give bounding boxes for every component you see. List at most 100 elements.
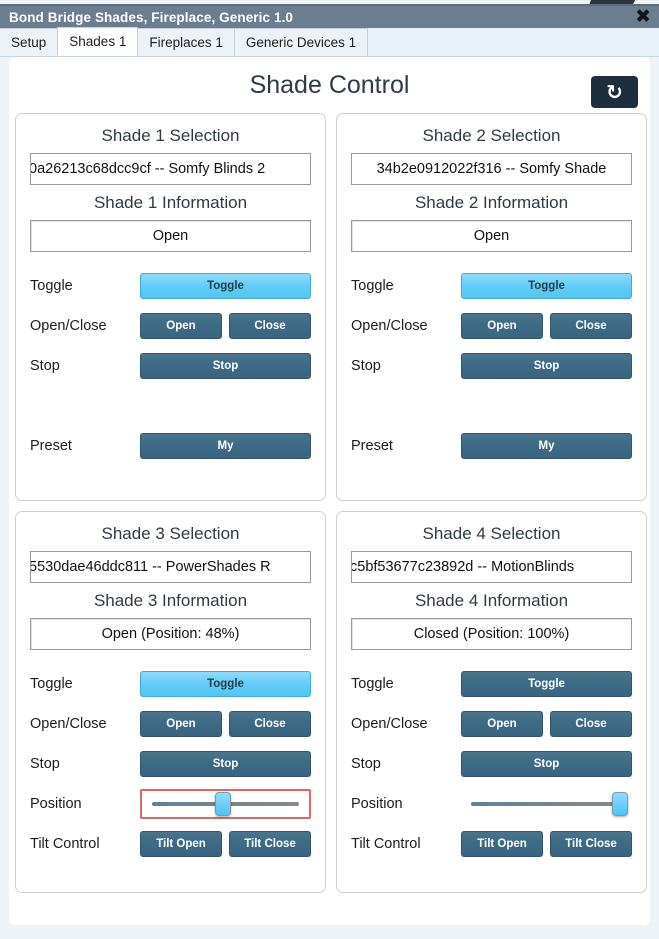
- shade-selection-dropdown[interactable]: 34b2e0912022f316 -- Somfy Shade: [351, 153, 632, 185]
- shade-panel-4: Shade 4 Selection c5bf53677c23892d -- Mot…: [336, 511, 647, 893]
- stop-row: Stop Stop: [30, 744, 311, 784]
- preset-label: Preset: [351, 438, 393, 454]
- toggle-button[interactable]: Toggle: [140, 671, 311, 697]
- stop-row: Stop Stop: [351, 346, 632, 386]
- shade-selection-value: 5530dae46ddc811 -- PowerShades R: [30, 559, 271, 575]
- toggle-button[interactable]: Toggle: [461, 273, 632, 299]
- position-row: Position: [351, 784, 632, 824]
- title-bar: Bond Bridge Shades, Fireplace, Generic 1…: [0, 4, 659, 28]
- toggle-row: Toggle Toggle: [351, 266, 632, 306]
- toggle-label: Toggle: [30, 278, 73, 294]
- toggle-label: Toggle: [30, 676, 73, 692]
- tilt-open-button[interactable]: Tilt Open: [140, 831, 222, 857]
- shade-selection-value: c5bf53677c23892d -- MotionBlinds: [351, 559, 575, 575]
- preset-spacer: [351, 386, 632, 426]
- refresh-button[interactable]: ↻: [591, 76, 638, 108]
- preset-my-button[interactable]: My: [140, 433, 311, 459]
- stop-button[interactable]: Stop: [140, 353, 311, 379]
- tilt-control-label: Tilt Control: [30, 836, 100, 852]
- shade-selection-dropdown[interactable]: 0a26213c68dcc9cf -- Somfy Blinds 2: [30, 153, 311, 185]
- shade-panel-grid: Shade 1 Selection 0a26213c68dcc9cf -- Som…: [9, 113, 650, 893]
- shade-information-heading: Shade 1 Information: [93, 193, 248, 212]
- preset-my-button[interactable]: My: [461, 433, 632, 459]
- preset-row: Preset My: [30, 426, 311, 466]
- tilt-close-button[interactable]: Tilt Close: [229, 831, 311, 857]
- content-card: Shade Control ↻ Shade 1 Selection 0a26213…: [9, 57, 650, 925]
- toggle-button[interactable]: Toggle: [461, 671, 632, 697]
- shade-selection-heading: Shade 1 Selection: [101, 126, 240, 145]
- shade-information-heading: Shade 2 Information: [414, 193, 569, 212]
- stop-label: Stop: [30, 756, 60, 772]
- open-close-row: Open/Close Open Close: [30, 704, 311, 744]
- open-button[interactable]: Open: [461, 313, 543, 339]
- close-button[interactable]: Close: [550, 313, 632, 339]
- open-close-label: Open/Close: [30, 716, 107, 732]
- position-slider[interactable]: [140, 789, 311, 819]
- toggle-row: Toggle Toggle: [30, 266, 311, 306]
- shade-selection-value: 34b2e0912022f316 -- Somfy Shade: [376, 161, 607, 177]
- shade-selection-heading: Shade 4 Selection: [422, 524, 561, 543]
- shade-information-value: Open: [351, 220, 632, 252]
- toggle-label: Toggle: [351, 278, 394, 294]
- shade-information-value: Open: [30, 220, 311, 252]
- preset-row: Preset My: [351, 426, 632, 466]
- page-header: Shade Control ↻: [9, 57, 650, 113]
- stop-row: Stop Stop: [351, 744, 632, 784]
- preset-spacer: [30, 386, 311, 426]
- stop-button[interactable]: Stop: [461, 751, 632, 777]
- open-button[interactable]: Open: [140, 313, 222, 339]
- preset-label: Preset: [30, 438, 72, 454]
- position-label: Position: [30, 796, 82, 812]
- tab-generic-devices-1[interactable]: Generic Devices 1: [233, 28, 369, 56]
- stop-button[interactable]: Stop: [140, 751, 311, 777]
- open-button[interactable]: Open: [140, 711, 222, 737]
- open-close-label: Open/Close: [30, 318, 107, 334]
- close-button[interactable]: Close: [229, 313, 311, 339]
- tilt-open-button[interactable]: Tilt Open: [461, 831, 543, 857]
- toggle-label: Toggle: [351, 676, 394, 692]
- slider-thumb[interactable]: [214, 792, 231, 816]
- toggle-button[interactable]: Toggle: [140, 273, 311, 299]
- tilt-close-button[interactable]: Tilt Close: [550, 831, 632, 857]
- close-button[interactable]: Close: [229, 711, 311, 737]
- tilt-control-row: Tilt Control Tilt Open Tilt Close: [30, 824, 311, 864]
- position-slider[interactable]: [461, 789, 632, 819]
- tab-shades-1[interactable]: Shades 1: [57, 27, 139, 56]
- close-button[interactable]: Close: [550, 711, 632, 737]
- stop-button[interactable]: Stop: [461, 353, 632, 379]
- open-button[interactable]: Open: [461, 711, 543, 737]
- open-close-row: Open/Close Open Close: [351, 306, 632, 346]
- shade-information-heading: Shade 3 Information: [93, 591, 248, 610]
- tilt-control-row: Tilt Control Tilt Open Tilt Close: [351, 824, 632, 864]
- tilt-control-label: Tilt Control: [351, 836, 421, 852]
- tab-setup[interactable]: Setup: [0, 28, 59, 56]
- open-close-row: Open/Close Open Close: [30, 306, 311, 346]
- toggle-row: Toggle Toggle: [30, 664, 311, 704]
- open-close-row: Open/Close Open Close: [351, 704, 632, 744]
- tab-fireplaces-1[interactable]: Fireplaces 1: [137, 28, 235, 56]
- stop-label: Stop: [351, 358, 381, 374]
- shade-selection-dropdown[interactable]: 5530dae46ddc811 -- PowerShades R: [30, 551, 311, 583]
- open-close-label: Open/Close: [351, 318, 428, 334]
- position-row: Position: [30, 784, 311, 824]
- shade-panel-1: Shade 1 Selection 0a26213c68dcc9cf -- Som…: [15, 113, 326, 501]
- shade-information-heading: Shade 4 Information: [414, 591, 569, 610]
- open-close-label: Open/Close: [351, 716, 428, 732]
- stop-label: Stop: [351, 756, 381, 772]
- position-label: Position: [351, 796, 403, 812]
- shade-information-value: Closed (Position: 100%): [351, 618, 632, 650]
- close-icon[interactable]: ✖: [635, 5, 651, 28]
- shade-selection-dropdown[interactable]: c5bf53677c23892d -- MotionBlinds: [351, 551, 632, 583]
- page-title: Shade Control: [249, 70, 410, 99]
- shade-information-value: Open (Position: 48%): [30, 618, 311, 650]
- slider-thumb[interactable]: [611, 792, 628, 816]
- toggle-row: Toggle Toggle: [351, 664, 632, 704]
